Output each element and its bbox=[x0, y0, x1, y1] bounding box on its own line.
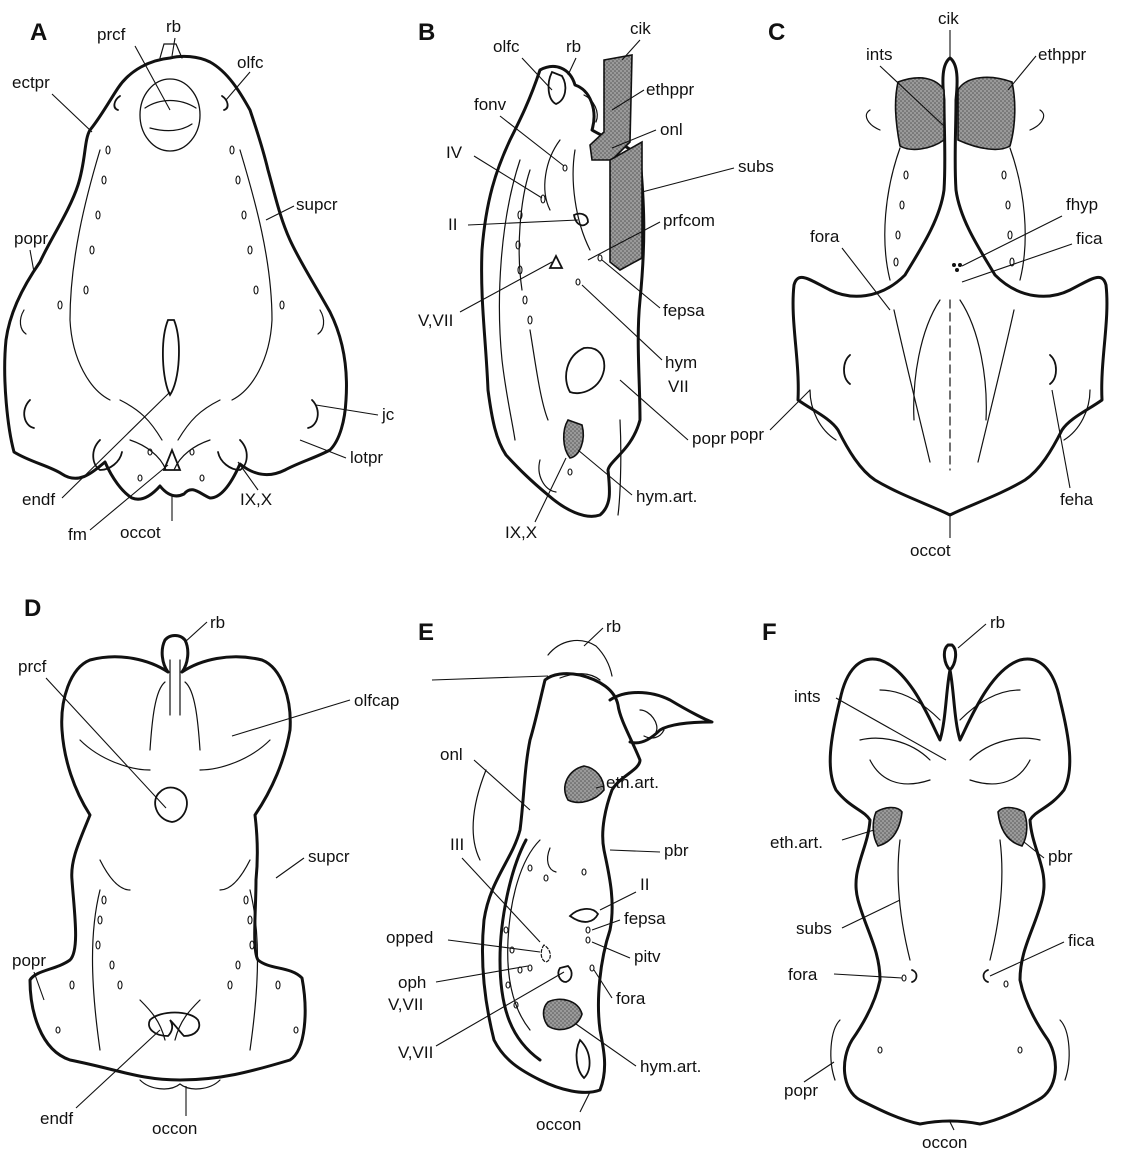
label-b-v-vii: V,VII bbox=[418, 311, 453, 330]
label-e-pitv: pitv bbox=[634, 947, 661, 966]
label-b-iv: IV bbox=[446, 143, 463, 162]
label-b-hym-art: hym.art. bbox=[636, 487, 697, 506]
skull-outline-c bbox=[793, 58, 1107, 515]
label-f-rb: rb bbox=[990, 613, 1005, 632]
label-a-jc: jc bbox=[381, 405, 395, 424]
label-b-popr: popr bbox=[692, 429, 726, 448]
label-e-ii: II bbox=[640, 875, 649, 894]
label-f-ints: ints bbox=[794, 687, 820, 706]
skull-outline-b bbox=[482, 55, 644, 516]
label-c-ethppr: ethppr bbox=[1038, 45, 1087, 64]
label-b-cik: cik bbox=[630, 19, 651, 38]
label-f-fica: fica bbox=[1068, 931, 1095, 950]
panel-letter-b: B bbox=[418, 19, 435, 46]
label-f-fora: fora bbox=[788, 965, 818, 984]
labels-b: olfc rb cik ethppr fonv onl IV subs II p… bbox=[418, 19, 774, 542]
label-a-fm: fm bbox=[68, 525, 87, 544]
label-b-hym: hym bbox=[665, 353, 697, 372]
label-e-hym-art: hym.art. bbox=[640, 1057, 701, 1076]
label-e-rb: rb bbox=[606, 617, 621, 636]
label-d-supcr: supcr bbox=[308, 847, 350, 866]
label-b-ethppr: ethppr bbox=[646, 80, 695, 99]
label-b-olfc: olfc bbox=[493, 37, 520, 56]
labels-f: rb ints eth.art. pbr subs fica fora popr… bbox=[770, 613, 1095, 1152]
skull-outline-e bbox=[473, 640, 712, 1092]
label-c-ints: ints bbox=[866, 45, 892, 64]
label-e-fepsa: fepsa bbox=[624, 909, 666, 928]
label-f-subs: subs bbox=[796, 919, 832, 938]
label-e-fora: fora bbox=[616, 989, 646, 1008]
label-d-prcf: prcf bbox=[18, 657, 47, 676]
label-a-popr: popr bbox=[14, 229, 48, 248]
label-d-rb: rb bbox=[210, 613, 225, 632]
label-a-rb: rb bbox=[166, 17, 181, 36]
panel-a: A bbox=[5, 17, 395, 544]
label-b-hym-vii: VII bbox=[668, 377, 689, 396]
panel-letter-c: C bbox=[768, 19, 785, 46]
panel-letter-a: A bbox=[30, 19, 47, 46]
label-e-iii: III bbox=[450, 835, 464, 854]
label-e-occon: occon bbox=[536, 1115, 581, 1134]
label-a-prcf: prcf bbox=[97, 25, 126, 44]
label-e-onl: onl bbox=[440, 745, 463, 764]
panel-d: D bbox=[12, 595, 399, 1138]
panel-letter-e: E bbox=[418, 619, 434, 646]
label-b-ix-x: IX,X bbox=[505, 523, 537, 542]
label-a-occot: occot bbox=[120, 523, 161, 542]
label-c-fica: fica bbox=[1076, 229, 1103, 248]
label-e-oph-v-vii: V,VII bbox=[388, 995, 423, 1014]
labels-a: prcf rb olfc ectpr supcr popr jc lotpr e… bbox=[12, 17, 395, 544]
label-a-olfc: olfc bbox=[237, 53, 264, 72]
label-b-prfcom: prfcom bbox=[663, 211, 715, 230]
label-a-endf: endf bbox=[22, 490, 55, 509]
label-c-feha: feha bbox=[1060, 490, 1094, 509]
label-d-occon: occon bbox=[152, 1119, 197, 1138]
label-b-ii: II bbox=[448, 215, 457, 234]
label-c-fora: fora bbox=[810, 227, 840, 246]
label-f-pbr: pbr bbox=[1048, 847, 1073, 866]
panel-letter-f: F bbox=[762, 619, 777, 646]
label-e-eth-art: eth.art. bbox=[606, 773, 659, 792]
label-d-popr: popr bbox=[12, 951, 46, 970]
label-c-fhyp: fhyp bbox=[1066, 195, 1098, 214]
label-b-subs: subs bbox=[738, 157, 774, 176]
skull-outline-f bbox=[830, 645, 1070, 1124]
label-a-ix-x: IX,X bbox=[240, 490, 272, 509]
label-b-fepsa: fepsa bbox=[663, 301, 705, 320]
panel-e: E bbox=[386, 617, 712, 1134]
label-e-oph: oph bbox=[398, 973, 426, 992]
panel-f: F rb ints eth.ar bbox=[762, 613, 1095, 1152]
label-d-olfcap: olfcap bbox=[354, 691, 399, 710]
panel-c: C bbox=[730, 9, 1107, 560]
panel-b: B olfc bbox=[418, 19, 774, 542]
skull-outline-a bbox=[5, 44, 347, 499]
label-b-fonv: fonv bbox=[474, 95, 507, 114]
label-a-lotpr: lotpr bbox=[350, 448, 383, 467]
label-f-popr: popr bbox=[784, 1081, 818, 1100]
label-c-popr: popr bbox=[730, 425, 764, 444]
label-c-cik: cik bbox=[938, 9, 959, 28]
label-e-v-vii: V,VII bbox=[398, 1043, 433, 1062]
label-b-onl: onl bbox=[660, 120, 683, 139]
panel-letter-d: D bbox=[24, 595, 41, 622]
label-d-endf: endf bbox=[40, 1109, 73, 1128]
label-e-pbr: pbr bbox=[664, 841, 689, 860]
label-a-ectpr: ectpr bbox=[12, 73, 50, 92]
label-f-occon: occon bbox=[922, 1133, 967, 1152]
label-a-supcr: supcr bbox=[296, 195, 338, 214]
label-c-occot: occot bbox=[910, 541, 951, 560]
label-e-opped: opped bbox=[386, 928, 433, 947]
skull-outline-d bbox=[30, 636, 305, 1089]
label-f-eth-art: eth.art. bbox=[770, 833, 823, 852]
label-b-rb: rb bbox=[566, 37, 581, 56]
